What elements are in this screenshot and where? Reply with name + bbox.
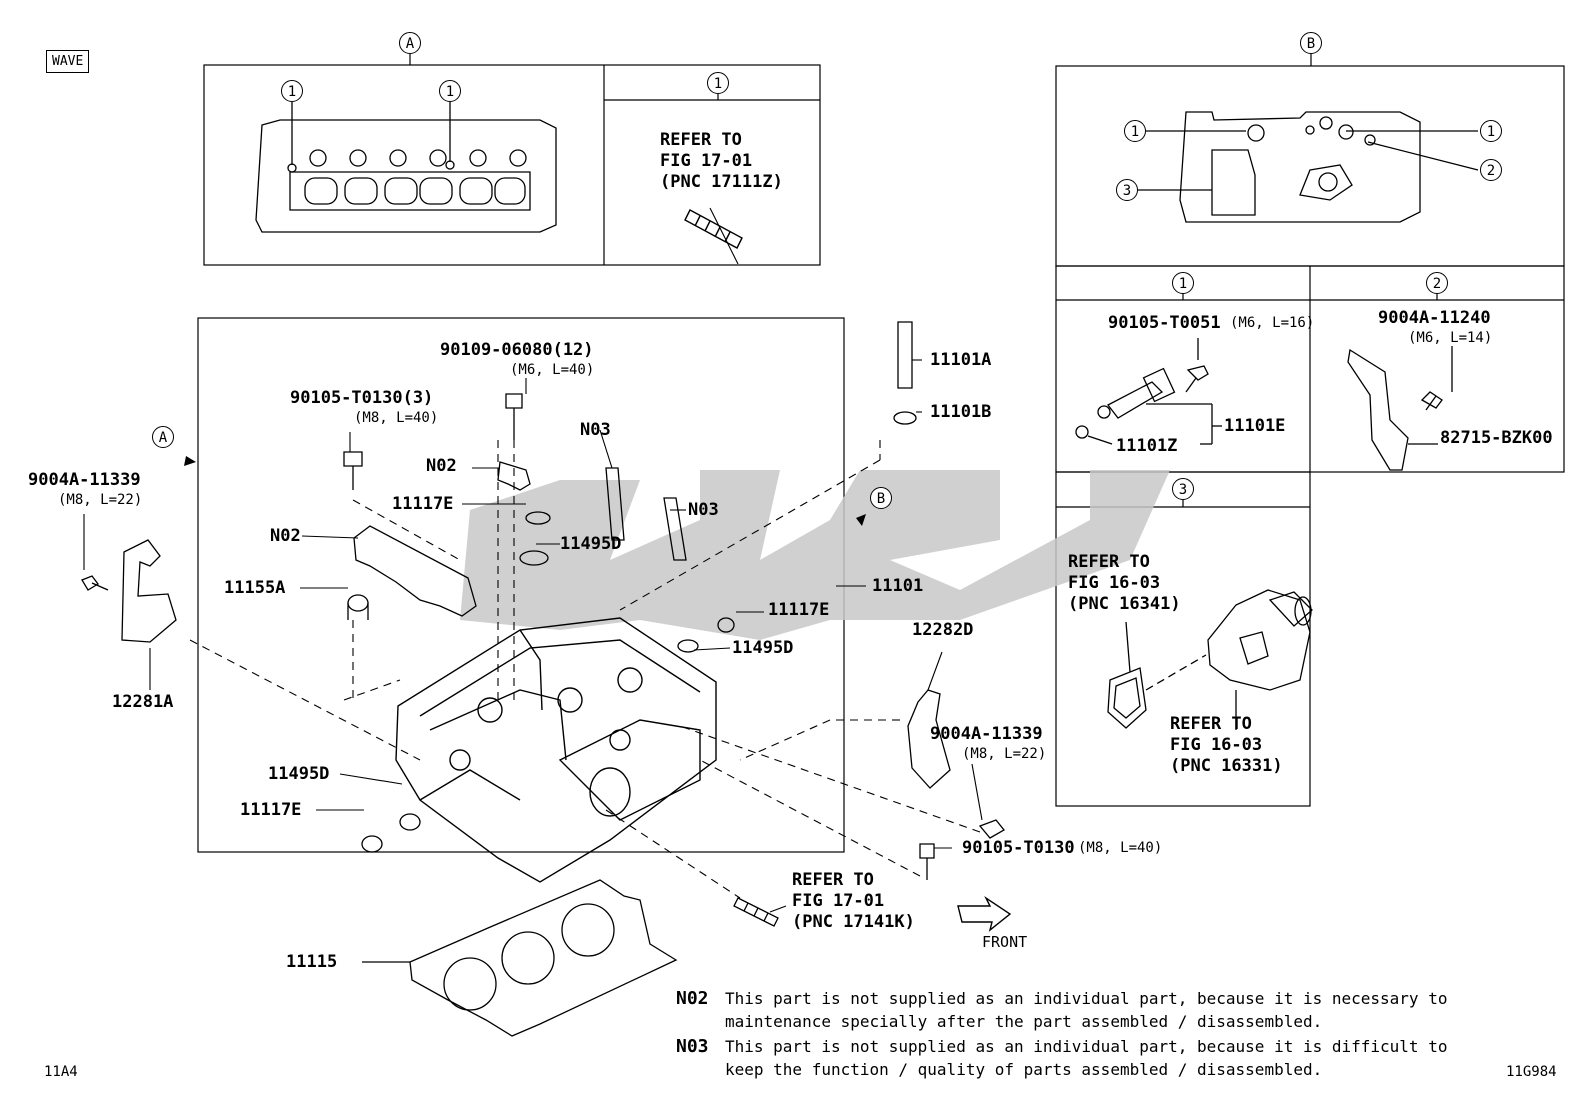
side-callout-3: 3 xyxy=(1116,179,1138,201)
cam-cap-n02 xyxy=(353,461,531,617)
note-n02-upper: N02 xyxy=(426,456,457,476)
head-gasket-11115 xyxy=(362,879,678,1037)
side-callout-1-left: 1 xyxy=(1124,120,1146,142)
note-n03-line2: keep the function / quality of parts ass… xyxy=(725,1060,1323,1079)
part-12281a: 12281A xyxy=(112,692,174,712)
refer-17141k-line1: REFER TO xyxy=(792,870,874,890)
cam-sensor-11101e xyxy=(1075,338,1222,445)
part-9004a-11339-left: 9004A-11339 xyxy=(28,470,141,490)
panel-b-sub-1: 1 xyxy=(1172,272,1194,294)
refer-16331-line1: REFER TO xyxy=(1170,714,1252,734)
refer-16341-line3: (PNC 16341) xyxy=(1068,594,1181,614)
leader-solid xyxy=(83,207,983,913)
note-n03-upper: N03 xyxy=(580,420,611,440)
cylinder-head-11101 xyxy=(395,617,717,883)
head-top-view xyxy=(255,102,557,233)
head-side-view xyxy=(1138,111,1479,223)
part-11115: 11115 xyxy=(286,952,338,972)
side-callout-1-right: 1 xyxy=(1480,120,1502,142)
panel-b-sub-2: 2 xyxy=(1426,272,1448,294)
part-90105-t0051-spec: (M6, L=16) xyxy=(1230,315,1315,331)
water-outlet xyxy=(1107,589,1313,730)
part-9004a-11339-right-spec: (M8, L=22) xyxy=(962,746,1047,762)
part-9004a-11240-spec: (M6, L=14) xyxy=(1408,330,1493,346)
main-marker-b: B xyxy=(870,487,892,509)
refer-16331-line3: (PNC 16331) xyxy=(1170,756,1283,776)
part-90105-t0130-right: 90105-T0130 xyxy=(962,838,1075,858)
part-11101: 11101 xyxy=(872,576,924,596)
part-11101z: 11101Z xyxy=(1116,436,1178,456)
panel-frames xyxy=(197,54,1565,853)
part-11495d-right: 11495D xyxy=(732,638,794,658)
part-9004a-11339-right: 9004A-11339 xyxy=(930,724,1043,744)
note-n03-lower: N03 xyxy=(688,500,719,520)
refer-16341-line2: FIG 16-03 xyxy=(1068,573,1161,593)
part-90109-06080: 90109-06080(12) xyxy=(440,340,594,360)
note-n02-lower: N02 xyxy=(270,526,301,546)
view-marker-b: B xyxy=(1300,32,1322,54)
part-90105-t0130-3-spec: (M8, L=40) xyxy=(354,410,439,426)
watermark-logo xyxy=(460,470,1170,640)
note-n03-code: N03 xyxy=(676,1036,709,1057)
refer-17141k-line3: (PNC 17141K) xyxy=(792,912,915,932)
part-12282d: 12282D xyxy=(912,620,974,640)
refer-17141k-line2: FIG 17-01 xyxy=(792,891,885,911)
head-callout-1-right: 1 xyxy=(439,80,461,102)
part-11117e-right: 11117E xyxy=(768,600,830,620)
part-9004a-11240: 9004A-11240 xyxy=(1378,308,1491,328)
part-9004a-11339-left-spec: (M8, L=22) xyxy=(58,492,143,508)
note-n02-code: N02 xyxy=(676,988,709,1009)
side-callout-2: 2 xyxy=(1480,159,1502,181)
part-90105-t0130-3: 90105-T0130(3) xyxy=(290,388,434,408)
part-82715-bzk00: 82715-BZK00 xyxy=(1440,428,1553,448)
front-label: FRONT xyxy=(982,933,1028,951)
panel-a-sub-1: 1 xyxy=(707,72,729,94)
figure-code-right: 11G984 xyxy=(1506,1064,1557,1080)
front-arrow-icon xyxy=(957,895,1012,932)
note-n02-line1: This part is not supplied as an individu… xyxy=(725,989,1448,1008)
refer-17111z-line1: REFER TO xyxy=(660,130,742,150)
part-11495d-lower: 11495D xyxy=(268,764,330,784)
refer-17111z-line3: (PNC 17111Z) xyxy=(660,172,783,192)
part-90105-t0051: 90105-T0051 xyxy=(1108,313,1221,333)
leader-lines xyxy=(189,440,981,899)
fasteners xyxy=(81,321,1005,880)
note-n03-line1: This part is not supplied as an individu… xyxy=(725,1037,1448,1056)
head-callout-1-left: 1 xyxy=(281,80,303,102)
head-brackets xyxy=(121,539,951,789)
view-marker-a: A xyxy=(399,32,421,54)
stud-17111z xyxy=(684,209,743,249)
figure-code-left: 11A4 xyxy=(44,1064,78,1080)
stud-17141k xyxy=(733,897,779,927)
part-90105-t0130-right-spec: (M8, L=40) xyxy=(1078,840,1163,856)
refer-16331-line2: FIG 16-03 xyxy=(1170,735,1263,755)
view-arrows xyxy=(184,456,866,526)
variant-tag: WAVE xyxy=(46,50,90,73)
part-11117e-upper: 11117E xyxy=(392,494,454,514)
part-90109-06080-spec: (M6, L=40) xyxy=(510,362,595,378)
panel-b-sub-3: 3 xyxy=(1172,478,1194,500)
part-11101b: 11101B xyxy=(930,402,992,422)
part-11101a: 11101A xyxy=(930,350,992,370)
part-11155a: 11155A xyxy=(224,578,286,598)
part-11117e-lower: 11117E xyxy=(240,800,302,820)
refer-16341-line1: REFER TO xyxy=(1068,552,1150,572)
note-n02-line2: maintenance specially after the part ass… xyxy=(725,1012,1323,1031)
main-marker-a: A xyxy=(152,426,174,448)
part-11495d-upper: 11495D xyxy=(560,534,622,554)
refer-17111z-line2: FIG 17-01 xyxy=(660,151,753,171)
bracket-82715 xyxy=(1347,346,1453,471)
part-11101e: 11101E xyxy=(1224,416,1286,436)
